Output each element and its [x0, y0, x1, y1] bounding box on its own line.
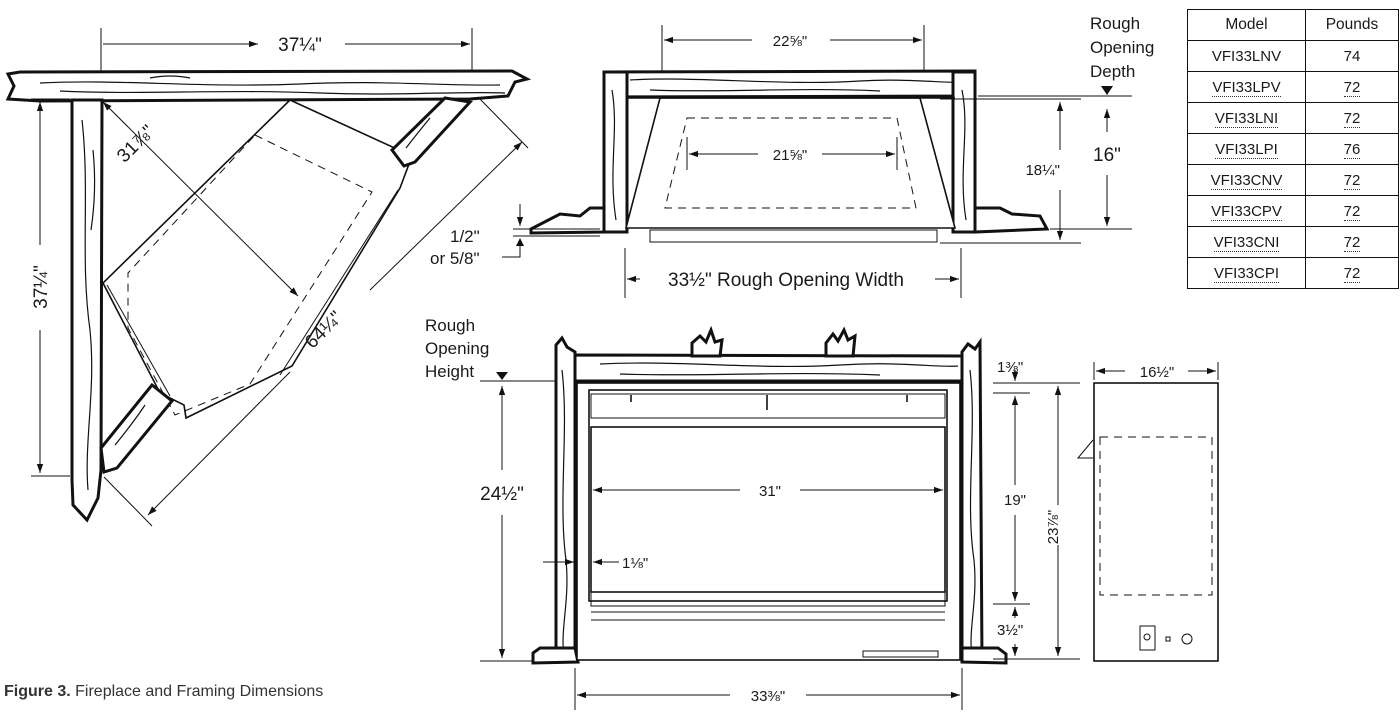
- model-column-header: Model: [1187, 9, 1306, 41]
- top-view: 22⅝" 21⅝" 18¼": [430, 14, 1154, 298]
- figure-caption-label: Figure 3.: [4, 683, 71, 700]
- side-offset-label: 1⅛": [622, 555, 648, 572]
- top-view-left-stud: [602, 70, 629, 234]
- table-row: VFI33LNI 72: [1187, 102, 1399, 134]
- pounds-cell: 74: [1305, 40, 1399, 72]
- corner-side-height-label: 37¼": [31, 265, 52, 309]
- figure-caption-text: Fireplace and Framing Dimensions: [70, 683, 324, 700]
- corner-top-width-label: 37¼": [278, 35, 322, 56]
- pounds-cell: 72: [1305, 164, 1399, 196]
- model-cell: VFI33CPI: [1187, 257, 1306, 289]
- model-cell: VFI33CPV: [1187, 195, 1306, 227]
- front-firebox-frame: [588, 389, 948, 602]
- model-cell: VFI33LPI: [1187, 133, 1306, 165]
- corner-depth-label: 31⅞": [113, 121, 159, 167]
- figure-caption: Figure 3. Fireplace and Framing Dimensio…: [4, 683, 323, 701]
- table-row: VFI33LPI 76: [1187, 133, 1399, 165]
- rough-opening-height-line1: Rough: [425, 316, 475, 335]
- pounds-cell: 76: [1305, 133, 1399, 165]
- pounds-cell: 72: [1305, 71, 1399, 103]
- model-cell: VFI33LPV: [1187, 71, 1306, 103]
- table-row: VFI33LPV 72: [1187, 71, 1399, 103]
- top-view-header: [602, 69, 977, 99]
- front-right-foot: [960, 646, 1008, 665]
- top-wall-beam: [5, 69, 532, 103]
- total-depth-label: 18¼": [1025, 162, 1060, 179]
- front-view: Rough Opening Height 24½": [425, 316, 1080, 710]
- inner-width-label: 21⅝": [773, 147, 808, 164]
- side-view: 16½": [1076, 362, 1219, 662]
- front-inner-width-label: 31": [759, 483, 781, 500]
- table-row: VFI33CNV 72: [1187, 164, 1399, 196]
- pounds-cell: 72: [1305, 102, 1399, 134]
- rough-opening-depth-line3: Depth: [1090, 62, 1135, 81]
- front-header-tab-right: [824, 326, 857, 358]
- table-row: VFI33LNV 74: [1187, 40, 1399, 72]
- model-cell: VFI33CNI: [1187, 226, 1306, 258]
- offset-label-line2: or 5/8": [430, 249, 480, 268]
- pounds-cell: 72: [1305, 226, 1399, 258]
- model-cell: VFI33CNV: [1187, 164, 1306, 196]
- rough-opening-height-line2: Opening: [425, 339, 489, 358]
- bottom-corner-cleat: [99, 382, 175, 474]
- offset-label-line1: 1/2": [450, 227, 480, 246]
- front-fireplace-body: [576, 382, 961, 661]
- table-row: VFI33CPI 72: [1187, 257, 1399, 289]
- top-width-label: 22⅝": [773, 33, 808, 50]
- table-row: VFI33CNI 72: [1187, 226, 1399, 258]
- overall-height-label: 23⅞": [1045, 510, 1062, 545]
- pounds-cell: 72: [1305, 195, 1399, 227]
- rough-opening-depth-line2: Opening: [1090, 38, 1154, 57]
- pounds-cell: 72: [1305, 257, 1399, 289]
- side-control-knob: [1181, 633, 1193, 645]
- front-left-foot: [531, 646, 580, 665]
- table-header-row: Model Pounds: [1187, 9, 1399, 41]
- left-wall-stud: [70, 98, 104, 523]
- model-cell: VFI33LNV: [1187, 40, 1306, 72]
- front-header-beam: [571, 353, 965, 383]
- rough-opening-width-label: 33½" Rough Opening Width: [668, 270, 904, 291]
- rough-opening-depth-line1: Rough: [1090, 14, 1140, 33]
- rough-opening-height-line3: Height: [425, 362, 474, 381]
- model-cell: VFI33LNI: [1187, 102, 1306, 134]
- rough-height-label: 24½": [480, 484, 524, 505]
- overall-width-label: 33⅜": [751, 688, 786, 705]
- top-corner-cleat: [390, 96, 473, 168]
- top-view-right-wall: [973, 206, 1050, 234]
- rough-depth-label: 16": [1093, 145, 1121, 166]
- side-fireplace-body: [1093, 382, 1219, 662]
- side-depth-label: 16½": [1140, 364, 1175, 381]
- corner-installation-view: 37¼" 31⅞" 37¼" 64¼": [5, 28, 532, 527]
- model-weight-table: Model Pounds VFI33LNV 74 VFI33LPV 72 VFI…: [1187, 9, 1399, 289]
- glass-height-label: 19": [1004, 492, 1026, 509]
- front-header-tab-left: [690, 325, 724, 358]
- top-gap-label: 1⅜": [997, 359, 1023, 376]
- side-control-switch: [1139, 625, 1156, 651]
- bottom-gap-label: 3½": [997, 622, 1023, 639]
- pounds-column-header: Pounds: [1305, 9, 1399, 41]
- table-row: VFI33CPV 72: [1187, 195, 1399, 227]
- top-view-left-wall: [529, 206, 606, 235]
